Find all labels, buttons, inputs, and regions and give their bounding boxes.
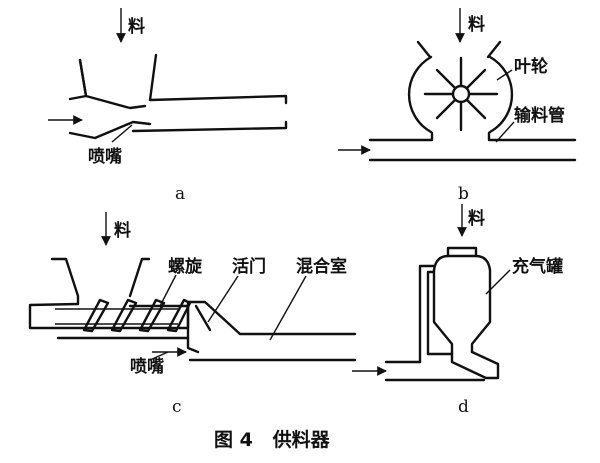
hopper-right-wall-a [148,53,288,105]
bypass-pipe-d [418,264,436,364]
housing-left-b [407,55,433,134]
sublabel-b: b [458,184,469,204]
sublabel-d: d [458,397,469,417]
material-label-b: 料 [468,14,485,35]
tank-label-d: 充气罐 [512,256,563,277]
screw-label-c: 螺旋 [168,256,203,277]
screw-flights-c [82,298,192,333]
hopper-right-c [128,257,151,298]
panel-c: 料 螺旋 活门 混合室 喷嘴 c [28,212,357,417]
valve-leader-c [207,275,239,323]
pipe-bottom-a [131,120,288,133]
tank-dome-d [432,254,492,272]
material-label-c: 料 [114,220,131,241]
housing-right-b [488,55,514,134]
impeller-label-b: 叶轮 [514,56,548,77]
tank-inlet-d [446,246,478,258]
screw-leader-c [159,274,177,307]
mixing-chamber-label-c: 混合室 [296,256,347,277]
nozzle-wall-c [186,336,200,354]
impeller-b [423,56,499,132]
pipe-leader-b [495,121,515,143]
nozzle-upper-wall-a [78,58,147,110]
panel-a: 料 喷嘴 a [48,8,288,204]
nozzle-leader-c [149,351,169,361]
material-label-d: 料 [468,208,485,229]
nozzle-label-c: 喷嘴 [130,357,164,377]
panel-b: 料 叶轮 输料管 b [338,8,577,204]
tank-body-d [432,268,492,354]
nozzle-label-a: 喷嘴 [88,147,122,167]
panel-d: 料 充气罐 d [352,204,563,417]
pipe-label-b: 输料管 [514,105,565,126]
tank-leader-d [485,269,511,295]
material-label-a: 料 [128,16,145,37]
sublabel-c: c [172,397,182,417]
outlet-elbow-d [450,350,500,380]
figure-caption: 图 4 供料器 [214,428,331,451]
chamber-leader-c [269,275,307,341]
nozzle-leader-a [111,124,133,143]
impeller-leader-b [496,69,513,81]
housing-frame-c [56,300,357,340]
pipe-top-b [368,131,577,142]
valve-flap-c [194,304,212,332]
hopper-right-wall-b [486,40,502,59]
hopper-left-c [50,257,80,306]
nozzle-lower-wall-a [68,120,152,140]
sublabel-a: a [175,184,185,204]
valve-label-c: 活门 [232,256,266,277]
screw-barrel-c [28,302,190,330]
hopper-left-wall-b [416,40,432,59]
